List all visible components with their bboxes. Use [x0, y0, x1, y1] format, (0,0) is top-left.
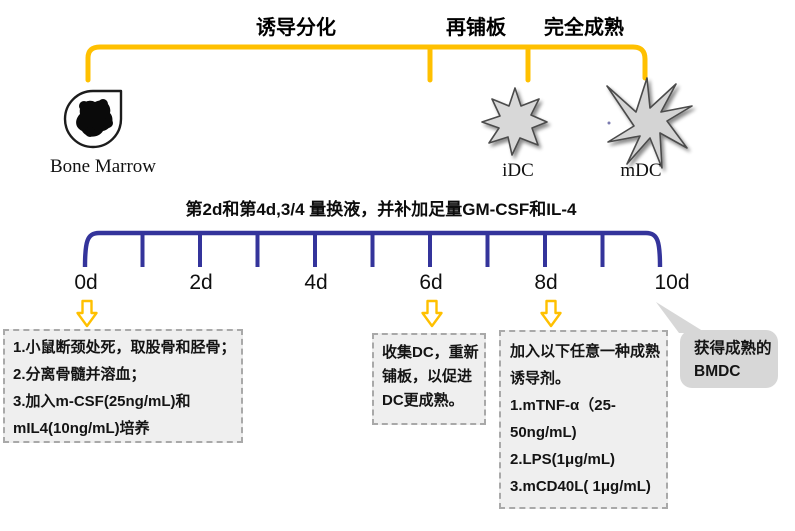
media-change-note: 第2d和第4d,3/4 量换液，并补加足量GM-CSF和IL-4 — [185, 200, 577, 219]
step-line: 收集DC，重新 — [382, 344, 479, 361]
mdc-cell-icon — [606, 77, 693, 169]
step-line: 3.加入m-CSF(25ng/mL)和 — [13, 393, 191, 410]
day-label-8d: 8d — [534, 271, 558, 294]
step-line: DC更成熟。 — [382, 392, 464, 409]
mdc-label: mDC — [620, 160, 662, 181]
callout-line: 获得成熟的 — [694, 340, 772, 357]
idc-label: iDC — [502, 160, 534, 181]
step-line: 加入以下任意一种成熟 — [510, 343, 661, 360]
callout-line: BMDC — [694, 363, 741, 380]
stray-mark — [607, 121, 611, 125]
phase-bracket-main — [85, 44, 648, 83]
step-line: mIL4(10ng/mL)培养 — [13, 420, 150, 437]
phase-bracket — [85, 44, 648, 83]
arrow-day0-icon — [76, 299, 98, 328]
step-line: 诱导剂。 — [510, 370, 571, 387]
day-timeline — [82, 230, 663, 268]
step-line: 50ng/mL) — [510, 424, 577, 441]
step-line: 1.mTNF-α（25- — [510, 397, 616, 414]
step-line: 1.小鼠断颈处死，取股骨和胫骨； — [13, 339, 236, 356]
step-line: 铺板，以促进 — [382, 368, 473, 385]
day-timeline-ticks — [140, 231, 605, 267]
day-label-2d: 2d — [189, 271, 213, 294]
step-box-day6: 收集DC，重新 铺板，以促进 DC更成熟。 — [372, 333, 486, 425]
idc-cell-icon — [481, 87, 548, 156]
arrow-day8-icon — [540, 299, 562, 328]
result-callout: 获得成熟的 BMDC — [680, 330, 778, 388]
step-box-day0: 1.小鼠断颈处死，取股骨和胫骨； 2.分离骨髓并溶血； 3.加入m-CSF(25… — [3, 329, 243, 443]
bone-marrow-icon — [63, 89, 123, 149]
phase-label-induction: 诱导分化 — [256, 17, 336, 39]
callout-tail — [656, 302, 706, 333]
step-box-day8: 加入以下任意一种成熟 诱导剂。 1.mTNF-α（25- 50ng/mL) 2.… — [499, 330, 668, 509]
step-line: 2.分离骨髓并溶血； — [13, 366, 146, 383]
step-line: 2.LPS(1μg/mL) — [510, 451, 616, 468]
event-arrows — [76, 299, 562, 328]
day-label-10d: 10d — [654, 271, 690, 294]
step-line: 3.mCD40L( 1μg/mL) — [510, 478, 651, 495]
day-label-0d: 0d — [74, 271, 98, 294]
bone-marrow-label: Bone Marrow — [49, 156, 157, 177]
day-label-4d: 4d — [304, 271, 328, 294]
arrow-day6-icon — [421, 299, 443, 328]
phase-label-full-maturation: 完全成熟 — [544, 17, 624, 39]
phase-label-replate: 再铺板 — [446, 17, 506, 39]
day-label-6d: 6d — [419, 271, 443, 294]
